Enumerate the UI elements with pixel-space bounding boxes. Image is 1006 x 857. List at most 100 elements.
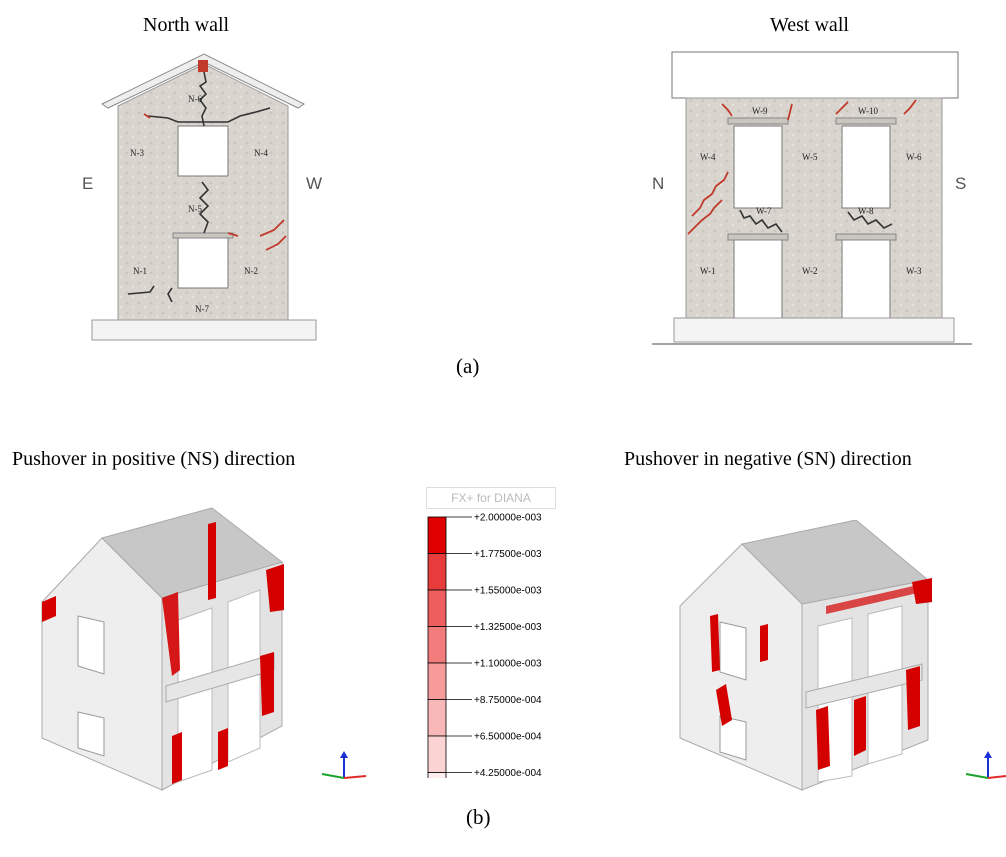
label-W-10: W-10 [858,106,878,116]
legend-value: +1.32500e-003 [474,622,542,633]
axis-triad-right [965,751,1006,779]
model-pos-damage-4 [218,728,228,770]
west-lower-opening-2 [841,239,891,319]
pushover-negative-title: Pushover in negative (SN) direction [624,448,912,470]
label-W-1: W-1 [700,266,716,276]
west-dir-left: N [652,174,665,193]
model-neg-damage-7 [906,666,920,730]
model-neg-damage-2 [710,614,720,672]
label-N-6: N-6 [188,94,202,104]
west-lintel-3 [727,117,789,125]
north-wall-face [117,63,289,321]
west-lintel-1 [727,233,789,241]
west-wall-drawing: W-1 W-2 W-3 W-4 W-5 W-6 W-7 W-8 W-9 W-10 [652,51,972,345]
label-N-7: N-7 [195,304,209,314]
legend-swatch [427,553,447,591]
west-crack-dark-2 [847,211,893,229]
model-pos-damage-5 [260,652,274,716]
label-N-5: N-5 [188,204,202,214]
legend-value: +1.10000e-003 [474,659,542,670]
north-crack-red-3 [259,219,285,237]
west-crack-red-1 [691,171,729,217]
legend-value: +1.77500e-003 [474,549,542,560]
north-crack-top [198,60,208,72]
label-W-6: W-6 [906,152,922,162]
north-upper-window [177,125,229,177]
legend-swatch [427,772,447,778]
north-crack-red-4 [265,235,287,251]
north-wall-title: North wall [143,14,230,36]
legend-swatch [427,735,447,773]
west-dir-right: S [955,174,967,193]
model-neg-damage-4 [716,684,732,726]
label-N-3: N-3 [130,148,144,158]
west-wall-title: West wall [770,14,849,36]
west-lower-opening-1 [733,239,783,319]
model-pos-window-1 [77,615,105,675]
west-upper-opening-2 [841,125,891,209]
north-crack-red-2 [227,232,239,237]
model-negative [679,520,932,791]
model-neg-damage-6 [854,696,866,756]
model-neg-slab [805,663,923,709]
north-crack-mid [198,181,210,234]
model-positive [41,507,284,791]
model-neg-window-2 [719,715,747,761]
label-W-8: W-8 [858,206,874,216]
label-N-2: N-2 [244,266,258,276]
legend-swatch [427,589,447,627]
west-lintel-2 [835,233,897,241]
label-W-2: W-2 [802,266,818,276]
north-crack-low-mid [167,287,173,303]
west-crack-red-5 [835,101,849,115]
label-N-1: N-1 [133,266,147,276]
caption-a: (a) [456,354,480,378]
north-wall-drawing: N-1 N-2 N-3 N-4 N-5 N-6 N-7 [91,53,317,341]
north-crack-low-left [127,285,155,295]
north-dir-left: E [82,174,94,193]
north-crack-upper [147,107,271,123]
label-W-5: W-5 [802,152,818,162]
model-neg-damage-8 [826,584,922,614]
north-roof [100,53,305,109]
label-W-4: W-4 [700,152,716,162]
north-base [91,319,317,341]
axis-triad-left [321,751,367,779]
label-W-3: W-3 [906,266,922,276]
west-wall-face [685,97,943,319]
north-crack-gable [198,71,208,127]
legend-colorbar: +2.00000e-003 +1.77500e-003 +1.55000e-003 +… [427,513,542,778]
north-dir-right: W [306,174,323,193]
model-pos-opening-1 [177,607,213,783]
north-crack-red-1 [143,113,151,119]
legend-value: +2.00000e-003 [474,513,542,524]
legend-swatch [427,516,447,554]
model-neg-damage-5 [816,706,830,770]
caption-b: (b) [466,805,491,829]
model-neg-damage-3 [760,624,768,662]
label-W-9: W-9 [752,106,768,116]
west-crack-red-3 [721,103,733,117]
west-crack-dark-1 [739,209,783,233]
north-lower-window [177,237,229,289]
model-pos-window-2 [77,711,105,757]
model-pos-damage-1 [162,592,180,676]
west-base [673,317,955,343]
damage-legend: FX+ for DIANA +2.00000e-003 +1.77500e-003… [426,487,556,778]
west-crack-red-2 [687,199,723,235]
west-crack-red-4 [787,103,793,121]
west-crack-red-6 [903,99,917,115]
legend-swatch [427,662,447,700]
legend-value: +8.75000e-004 [474,695,542,706]
legend-title: FX+ for DIANA [426,487,556,509]
legend-value: +6.50000e-004 [474,732,542,743]
model-pos-damage-2 [266,564,284,612]
model-pos-damage-7 [42,596,56,622]
west-roof-slab [671,51,959,99]
legend-value: +4.25000e-004 [474,768,542,778]
label-W-7: W-7 [756,206,772,216]
legend-value: +1.55000e-003 [474,586,542,597]
model-pos-damage-3 [172,732,182,784]
label-N-4: N-4 [254,148,268,158]
legend-swatch [427,699,447,737]
